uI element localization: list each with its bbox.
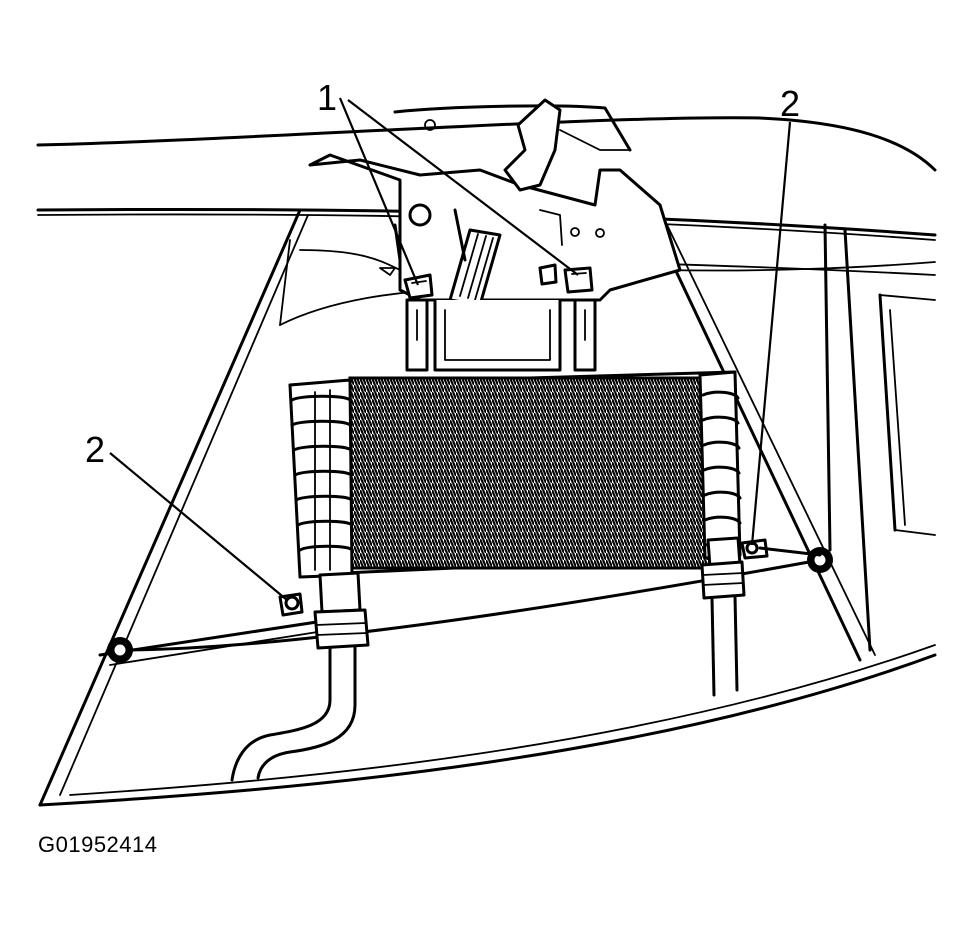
lower-mounting-bolts xyxy=(107,538,833,663)
cooler-lines xyxy=(230,536,746,782)
figure-code: G01952414 xyxy=(38,832,158,857)
callout-2-right-label: 2 xyxy=(780,83,800,124)
hood-latch-assembly xyxy=(308,98,682,372)
callout-1-label: 1 xyxy=(317,77,337,118)
upper-mounting-bolts xyxy=(403,263,594,300)
cooler-tube-ends-left xyxy=(290,389,354,571)
callout-2-left-label: 2 xyxy=(85,429,105,470)
oil-cooler-core xyxy=(288,370,742,579)
callout-leaders xyxy=(109,97,792,601)
